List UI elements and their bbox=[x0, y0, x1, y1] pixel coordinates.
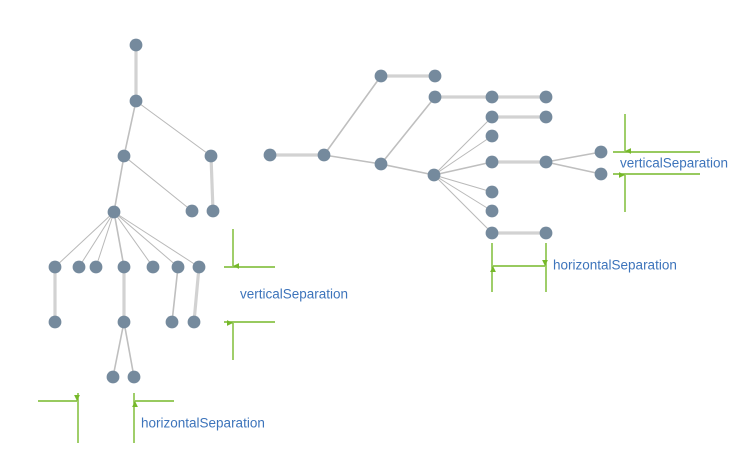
vertical-separation-annotation: verticalSeparation bbox=[613, 114, 728, 212]
tree-node[interactable] bbox=[204, 149, 218, 163]
tree-node[interactable] bbox=[594, 167, 608, 181]
horizontal-separation-annotation: horizontalSeparation bbox=[490, 243, 677, 292]
edges-layer bbox=[53, 43, 602, 378]
tree-node[interactable] bbox=[48, 315, 62, 329]
tree-edge bbox=[433, 174, 493, 212]
tree-node[interactable] bbox=[185, 204, 199, 218]
tree-edge bbox=[545, 161, 602, 175]
tree-node[interactable] bbox=[539, 155, 553, 169]
tree-node[interactable] bbox=[48, 260, 62, 274]
tree-node[interactable] bbox=[165, 315, 179, 329]
tree-edge bbox=[112, 321, 125, 378]
tree-edge bbox=[323, 75, 382, 156]
tree-edge bbox=[433, 161, 493, 176]
tree-node[interactable] bbox=[117, 260, 131, 274]
tree-node[interactable] bbox=[263, 148, 277, 162]
tree-node[interactable] bbox=[428, 69, 442, 83]
tree-node[interactable] bbox=[127, 370, 141, 384]
tree-node[interactable] bbox=[594, 145, 608, 159]
annotations-layer: verticalSeparation horizontalSeparation ve… bbox=[38, 114, 728, 443]
tree-node[interactable] bbox=[485, 110, 499, 124]
tree-node[interactable] bbox=[117, 315, 131, 329]
tree-node[interactable] bbox=[317, 148, 331, 162]
tree-node[interactable] bbox=[171, 260, 185, 274]
nodes-layer bbox=[48, 38, 608, 384]
tree-node[interactable] bbox=[539, 226, 553, 240]
tree-node[interactable] bbox=[187, 315, 201, 329]
tree-node[interactable] bbox=[428, 90, 442, 104]
tree-edge bbox=[113, 211, 125, 268]
horizontal-separation-label: horizontalSeparation bbox=[141, 416, 265, 431]
vertical-separation-label: verticalSeparation bbox=[240, 287, 348, 302]
tree-edge bbox=[323, 154, 382, 165]
tree-edge bbox=[135, 100, 212, 157]
tree-node[interactable] bbox=[427, 168, 441, 182]
tree-edge bbox=[545, 151, 602, 163]
vertical-separation-label: verticalSeparation bbox=[620, 156, 728, 171]
horizontal-separation-annotation: horizontalSeparation bbox=[38, 393, 265, 443]
tree-edge bbox=[380, 163, 435, 176]
tree-edge bbox=[433, 174, 493, 234]
tree-node[interactable] bbox=[485, 90, 499, 104]
tree-node[interactable] bbox=[539, 90, 553, 104]
tree-node[interactable] bbox=[192, 260, 206, 274]
tree-node[interactable] bbox=[129, 38, 143, 52]
tree-node[interactable] bbox=[374, 69, 388, 83]
tree-node[interactable] bbox=[485, 155, 499, 169]
tree-edge bbox=[54, 211, 115, 268]
tree-node[interactable] bbox=[485, 204, 499, 218]
tree-edge bbox=[380, 96, 436, 165]
tree-node[interactable] bbox=[539, 110, 553, 124]
horizontal-separation-label: horizontalSeparation bbox=[553, 258, 677, 273]
tree-edge bbox=[192, 265, 201, 324]
tree-node[interactable] bbox=[485, 226, 499, 240]
tree-node[interactable] bbox=[146, 260, 160, 274]
tree-edge bbox=[113, 211, 154, 268]
tree-node[interactable] bbox=[374, 157, 388, 171]
tree-edge bbox=[209, 154, 215, 213]
tree-node[interactable] bbox=[485, 129, 499, 143]
tree-edge bbox=[78, 211, 115, 268]
tree-node[interactable] bbox=[72, 260, 86, 274]
tree-edge bbox=[95, 211, 115, 268]
tree-edge bbox=[123, 321, 135, 378]
tree-edge bbox=[113, 211, 200, 268]
tree-edge bbox=[123, 155, 193, 212]
tree-edge bbox=[113, 211, 179, 268]
tree-edge bbox=[433, 116, 493, 176]
tree-edge bbox=[171, 266, 179, 323]
tree-node[interactable] bbox=[106, 370, 120, 384]
tree-node[interactable] bbox=[485, 185, 499, 199]
tree-edge bbox=[433, 135, 493, 176]
tree-node[interactable] bbox=[117, 149, 131, 163]
tree-node[interactable] bbox=[206, 204, 220, 218]
tree-node[interactable] bbox=[107, 205, 121, 219]
tree-edge bbox=[123, 100, 137, 157]
tree-node[interactable] bbox=[89, 260, 103, 274]
vertical-separation-annotation: verticalSeparation bbox=[224, 229, 348, 360]
tree-edge bbox=[433, 174, 493, 193]
tree-edge bbox=[113, 155, 125, 213]
tree-node[interactable] bbox=[129, 94, 143, 108]
